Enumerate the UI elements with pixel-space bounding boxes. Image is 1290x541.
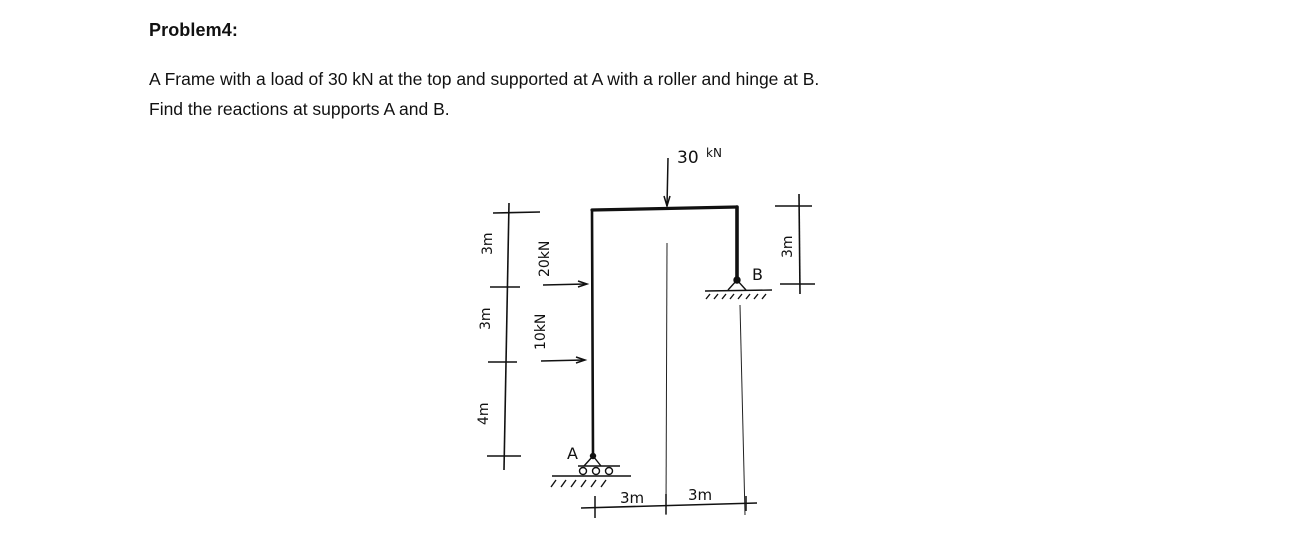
left-dim-2-label: 3m [478, 307, 494, 330]
left-dim-3-label: 4m [476, 402, 492, 425]
problem-question: Find the reactions at supports A and B. [149, 99, 450, 119]
support-b-hinge [704, 276, 773, 300]
top-beam [590, 205, 739, 212]
side-load-20kn-label: 20kN [537, 241, 553, 277]
bottom-dim-1-label: 3m [620, 489, 644, 507]
bottom-dimension-line [580, 494, 758, 518]
reference-lines [665, 242, 746, 516]
problem-statement: A Frame with a load of 30 kN at the top … [149, 69, 820, 89]
top-load-unit: kN [706, 146, 722, 160]
problem-title: Problem4: [149, 20, 238, 40]
left-dimension-line [487, 202, 541, 471]
top-load-arrow [663, 157, 671, 209]
load-arrow-10kn [540, 359, 585, 362]
bottom-dim-2-label: 3m [688, 486, 712, 504]
side-load-10kn-label: 10kN [533, 314, 549, 350]
left-column [590, 208, 595, 458]
side-load-arrows [540, 280, 590, 364]
right-dim-label: 3m [780, 235, 796, 258]
support-b-label: B [752, 265, 763, 284]
support-a-roller [550, 452, 631, 488]
left-dim-1-label: 3m [480, 232, 496, 255]
frame-members [590, 205, 739, 458]
load-arrow-20kn [542, 283, 587, 286]
support-a-label: A [567, 444, 578, 463]
right-dimension-line [775, 193, 815, 295]
top-load-value: 30 [677, 148, 699, 168]
